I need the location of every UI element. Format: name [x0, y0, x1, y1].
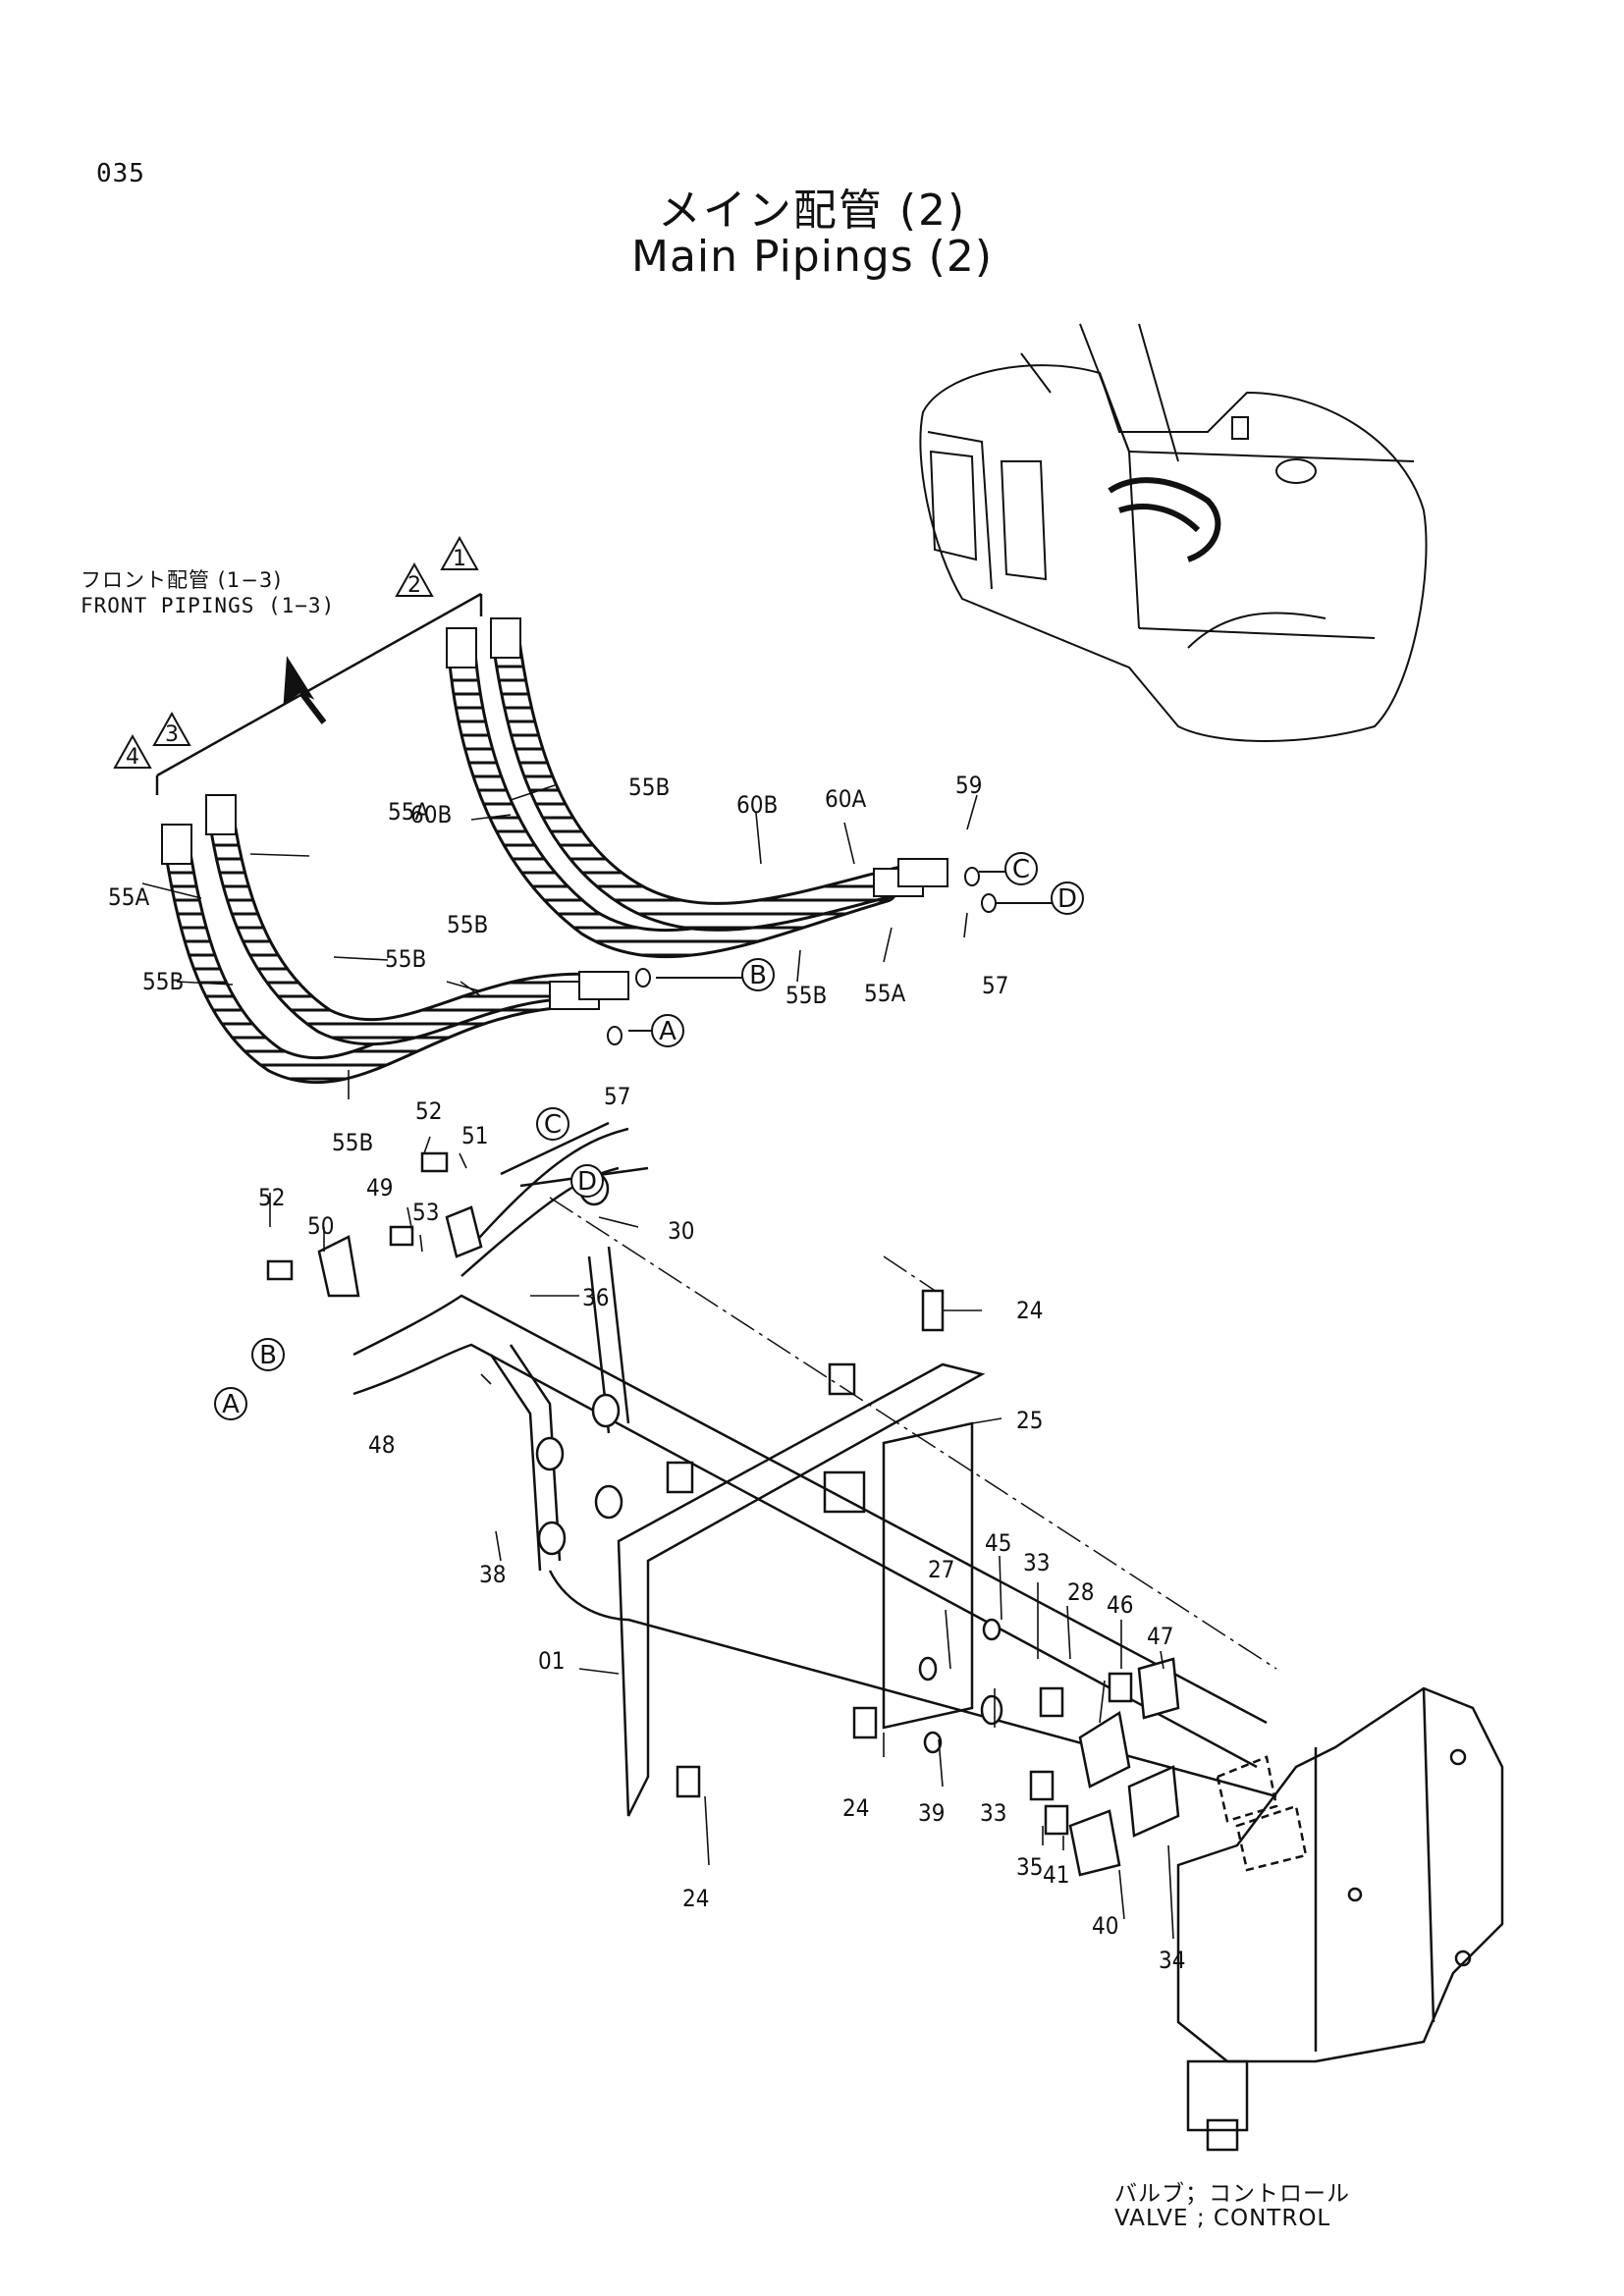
revision-mark-2: 2: [395, 561, 434, 598]
callout-51: 51: [461, 1122, 488, 1149]
revision-marks: 1 2 3 4: [113, 535, 479, 770]
callout-47: 46: [1107, 1591, 1133, 1619]
callout-55b-right: 55B: [628, 774, 670, 801]
callout-52-upper: 52: [415, 1097, 442, 1125]
svg-text:3: 3: [165, 722, 179, 747]
callout-39: 39: [918, 1799, 945, 1827]
callout-57-right: 57: [982, 972, 1008, 999]
callout-24-mid: 24: [842, 1794, 869, 1822]
callout-55b-upper: 55B: [447, 911, 488, 938]
svg-text:D: D: [1057, 884, 1077, 914]
callout-52-left: 52: [258, 1184, 285, 1211]
svg-text:B: B: [749, 961, 767, 990]
connection-points: A B C D C D B A: [214, 852, 1084, 1420]
connection-point-a: A: [651, 1014, 684, 1047]
piping-assembly: [266, 1121, 1277, 1877]
callout-55a-lower-right: 55A: [864, 980, 905, 1007]
callout-40: 40: [1092, 1912, 1118, 1940]
callout-55a-top: 55A: [388, 798, 429, 826]
control-valve-body: [1176, 1686, 1504, 2152]
page-title-jp: メイン配管 (2): [657, 186, 967, 236]
part-callouts: 55A 55A 55B 55B 55B 55B 55B 55B 55A 60B …: [108, 772, 1185, 1974]
callout-60b-right: 60B: [736, 791, 778, 819]
callout-24-bottom: 24: [682, 1885, 709, 1912]
control-valve-label-en: VALVE ; CONTROL: [1114, 2206, 1331, 2231]
callout-55b-bottom: 55B: [332, 1129, 373, 1156]
connection-point-c-lower: C: [536, 1107, 569, 1141]
callout-48: 48: [368, 1431, 395, 1459]
callout-53: 53: [412, 1199, 439, 1226]
svg-text:A: A: [659, 1017, 677, 1046]
callout-25: 25: [1016, 1407, 1043, 1434]
svg-text:D: D: [577, 1167, 597, 1197]
callout-35: 35: [1016, 1853, 1043, 1881]
connection-point-a-lower: A: [214, 1387, 247, 1420]
svg-text:C: C: [1012, 855, 1030, 884]
callout-33: 33: [980, 1799, 1006, 1827]
svg-text:2: 2: [407, 573, 421, 598]
connection-point-b: B: [741, 958, 775, 991]
callout-24-top: 24: [1016, 1297, 1043, 1324]
revision-mark-1: 1: [440, 535, 479, 571]
connection-point-c: C: [1004, 852, 1038, 885]
svg-text:C: C: [544, 1110, 562, 1140]
connection-point-b-lower: B: [251, 1338, 285, 1371]
callout-45: 45: [985, 1529, 1011, 1557]
front-pipings-ref-jp: フロント配管 (1−3): [81, 568, 283, 592]
callout-30: 30: [668, 1217, 694, 1245]
callout-41: 41: [1043, 1861, 1069, 1889]
revision-mark-4: 4: [113, 733, 152, 770]
callout-29: 33: [1023, 1549, 1050, 1576]
control-valve-label-jp: バルブ；コントロール: [1114, 2181, 1350, 2207]
front-pipings-ref-en: FRONT PIPINGS (1−3): [81, 594, 336, 617]
page-title-en: Main Pipings (2): [630, 232, 994, 282]
callout-55b-left: 55B: [142, 968, 184, 995]
callout-60a: 60A: [825, 785, 866, 813]
svg-text:1: 1: [453, 547, 466, 571]
callout-57-left: 57: [604, 1083, 630, 1110]
callout-34: 34: [1159, 1947, 1185, 1974]
revision-mark-3: 3: [152, 711, 191, 747]
callout-27: 27: [928, 1556, 954, 1583]
callout-60b-left: 60B: [410, 801, 452, 828]
callout-46: 47: [1147, 1623, 1173, 1650]
callout-55b-lower-right: 55B: [785, 982, 827, 1009]
connection-point-d: D: [1051, 881, 1084, 915]
connection-point-d-lower: D: [570, 1164, 604, 1198]
o-ring-markers: [607, 867, 1052, 1045]
callout-59: 59: [955, 772, 982, 799]
callout-55b-mid: 55B: [385, 945, 426, 973]
svg-text:B: B: [259, 1341, 277, 1370]
page-number: 035: [96, 159, 145, 188]
front-pipings-bracket: [155, 592, 483, 795]
callout-28: 28: [1067, 1578, 1094, 1606]
callout-55a-left: 55A: [108, 883, 149, 911]
svg-text:4: 4: [126, 745, 139, 770]
callout-01: 01: [538, 1647, 565, 1675]
callout-36: 36: [582, 1284, 609, 1311]
callout-49: 49: [366, 1174, 393, 1201]
svg-text:A: A: [222, 1390, 240, 1419]
callout-38: 38: [479, 1561, 506, 1588]
hose-assemblies: [161, 617, 948, 1085]
excavator-overview: [919, 323, 1428, 742]
callout-50: 50: [307, 1212, 334, 1240]
